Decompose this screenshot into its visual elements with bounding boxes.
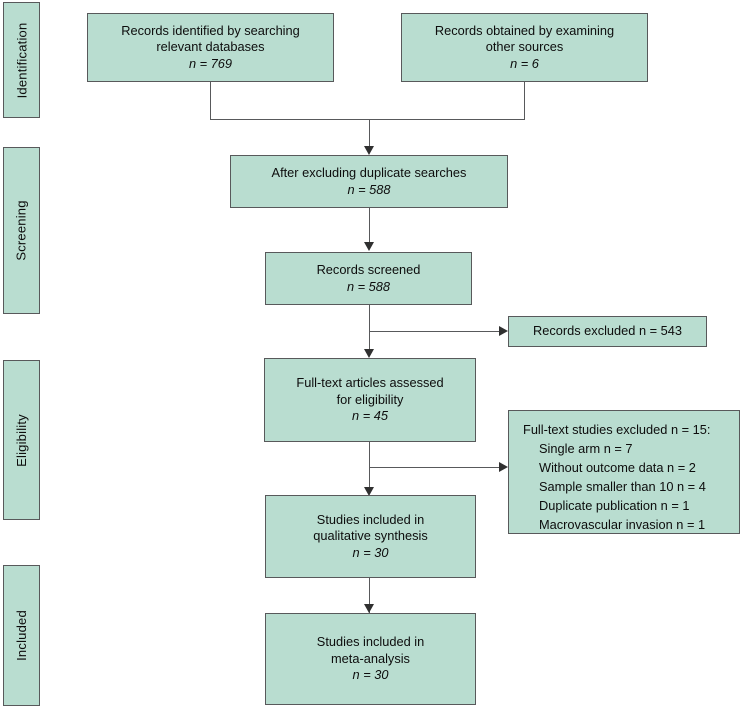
box-qualitative-synthesis-line2: qualitative synthesis xyxy=(313,528,428,544)
box-fulltext-studies-excluded: Full-text studies excluded n = 15: Singl… xyxy=(508,410,740,534)
connector-qualitative-to-meta xyxy=(369,578,370,614)
box-records-excluded-line1: Records excluded n = 543 xyxy=(532,323,683,339)
box-meta-analysis: Studies included in meta-analysis n = 30 xyxy=(265,613,476,705)
stage-bar-included: Included xyxy=(3,565,40,706)
connector-merge-horizontal xyxy=(210,119,525,120)
box-after-excluding-duplicates-line1: After excluding duplicate searches xyxy=(271,165,467,180)
stage-bar-identification: Identification xyxy=(3,2,40,118)
fulltext-excluded-item-without-outcome-data: Without outcome data n = 2 xyxy=(539,460,696,475)
arrowhead-to-deduplicated xyxy=(364,146,374,155)
fulltext-excluded-item-sample-smaller-than-10: Sample smaller than 10 n = 4 xyxy=(539,479,706,494)
fulltext-excluded-heading: Full-text studies excluded n = 15: xyxy=(523,422,711,437)
fulltext-excluded-item-single-arm: Single arm n = 7 xyxy=(539,441,633,456)
box-fulltext-assessed-line1: Full-text articles assessed xyxy=(296,375,444,391)
box-records-identified: Records identified by searching relevant… xyxy=(87,13,334,82)
box-meta-analysis-line1: Studies included in xyxy=(316,634,425,650)
box-records-identified-line2: relevant databases xyxy=(156,39,265,55)
box-fulltext-assessed-line2: for eligibility xyxy=(336,391,404,407)
fulltext-excluded-item-duplicate-publication: Duplicate publication n = 1 xyxy=(539,498,690,513)
box-after-excluding-duplicates: After excluding duplicate searches n = 5… xyxy=(230,155,508,208)
connector-dedup-to-screened xyxy=(369,208,370,243)
box-qualitative-synthesis-line1: Studies included in xyxy=(316,511,425,527)
arrowhead-to-records-excluded xyxy=(499,326,508,336)
stage-bar-eligibility: Eligibility xyxy=(3,360,40,520)
arrowhead-to-qualitative xyxy=(364,487,374,496)
arrowhead-to-fulltext-excluded xyxy=(499,462,508,472)
connector-screened-down xyxy=(369,305,370,353)
fulltext-excluded-item-macrovascular-invasion: Macrovascular invasion n = 1 xyxy=(539,517,706,532)
box-qualitative-synthesis: Studies included in qualitative synthesi… xyxy=(265,495,476,578)
box-records-screened: Records screened n = 588 xyxy=(265,252,472,305)
connector-screened-to-excluded xyxy=(369,331,502,332)
box-records-other-sources-count: n = 6 xyxy=(510,55,539,71)
stage-bar-screening: Screening xyxy=(3,147,40,314)
arrowhead-to-screened xyxy=(364,242,374,251)
box-meta-analysis-line2: meta-analysis xyxy=(331,650,410,666)
box-records-screened-line1: Records screened xyxy=(316,262,421,277)
box-after-excluding-duplicates-count: n = 588 xyxy=(347,181,391,197)
connector-fulltext-down xyxy=(369,442,370,491)
box-records-other-sources-line1: Records obtained by examining xyxy=(434,22,615,38)
box-records-other-sources-line2: other sources xyxy=(485,39,564,55)
stage-label-identification: Identification xyxy=(14,22,30,98)
connector-identified-down xyxy=(210,82,211,119)
box-records-identified-count: n = 769 xyxy=(188,55,233,71)
box-meta-analysis-count: n = 30 xyxy=(352,667,389,683)
box-records-excluded: Records excluded n = 543 xyxy=(508,316,707,347)
box-qualitative-synthesis-count: n = 30 xyxy=(352,544,389,560)
stage-label-eligibility: Eligibility xyxy=(14,413,29,467)
box-records-screened-count: n = 588 xyxy=(346,278,391,294)
box-fulltext-assessed-count: n = 45 xyxy=(352,408,388,424)
connector-other-sources-down xyxy=(524,82,525,119)
stage-label-screening: Screening xyxy=(14,200,29,261)
connector-fulltext-to-excluded-list xyxy=(369,467,502,468)
box-fulltext-assessed: Full-text articles assessed for eligibil… xyxy=(264,358,476,442)
connector-merge-to-dedup xyxy=(369,119,370,147)
arrowhead-to-meta-analysis xyxy=(364,604,374,613)
box-records-identified-line1: Records identified by searching xyxy=(121,22,300,38)
box-records-other-sources: Records obtained by examining other sour… xyxy=(401,13,648,82)
arrowhead-to-fulltext-assessed xyxy=(364,349,374,358)
stage-label-included: Included xyxy=(14,610,29,661)
